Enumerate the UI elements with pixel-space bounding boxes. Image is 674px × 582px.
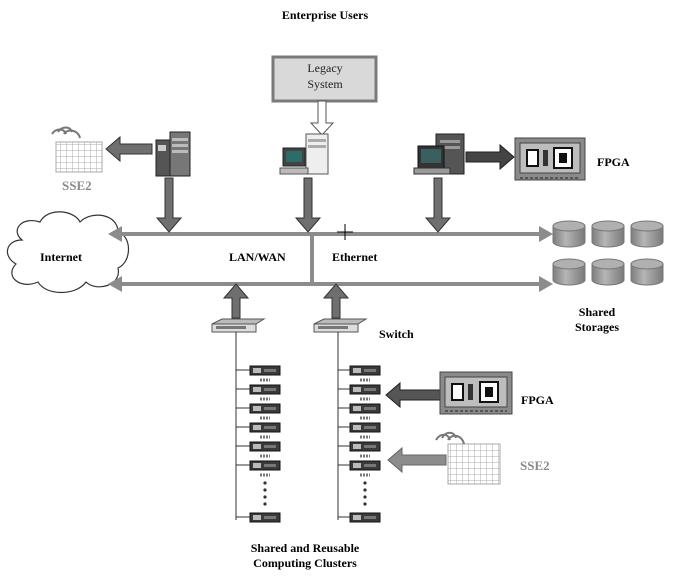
compute-node-icon — [249, 384, 281, 395]
sse2-top-icon — [51, 126, 103, 173]
sse2-bottom-icon — [435, 431, 501, 485]
internet-cloud — [6, 211, 130, 294]
legacy-system-label: Legacy System — [277, 60, 373, 92]
right-workstation-icon — [413, 133, 465, 175]
to-sse2-top-arrow — [105, 135, 153, 163]
fpga-top-label: FPGA — [597, 155, 630, 169]
compute-node-icon — [249, 460, 281, 471]
ellipsis-dot — [363, 481, 367, 485]
shared-storage-group — [552, 220, 664, 286]
upper-bus — [108, 226, 553, 242]
ellipsis-dot — [263, 502, 267, 506]
storage-disk-icon — [591, 220, 625, 248]
fpga-bottom-arrow — [385, 381, 441, 409]
sse2-bottom-label: SSE2 — [520, 458, 550, 473]
lan-wan-label: LAN/WAN — [229, 250, 286, 264]
lower-bus — [108, 276, 553, 292]
storage-disk-icon — [552, 220, 586, 248]
storage-disk-icon — [630, 258, 664, 286]
legacy-down-arrow — [309, 100, 335, 136]
ellipsis-dot — [363, 495, 367, 499]
ellipsis-dot — [263, 481, 267, 485]
compute-node-icon — [349, 422, 381, 433]
compute-node-icon — [349, 403, 381, 414]
compute-node-icon — [349, 460, 381, 471]
shared-storages-line-1: Shared — [578, 305, 616, 319]
clusters-line-1: Shared and Reusable — [250, 541, 360, 555]
to-fpga-top-arrow — [465, 143, 515, 171]
compute-node-icon — [349, 512, 381, 523]
diagram-title: Enterprise Users — [281, 8, 369, 22]
right-switch-up-arrow — [322, 283, 350, 319]
compute-node-icon — [249, 422, 281, 433]
fpga-bottom-label: FPGA — [521, 393, 554, 407]
shared-storages-label: Shared Storages — [575, 305, 619, 335]
ethernet-label: Ethernet — [332, 250, 378, 264]
storage-disk-icon — [552, 258, 586, 286]
center-server-down-arrow — [294, 177, 322, 233]
ellipsis-dot — [263, 488, 267, 492]
crosshair-cursor-icon — [337, 224, 353, 240]
legacy-line-1: Legacy — [307, 61, 343, 75]
shared-storages-line-2: Storages — [575, 320, 619, 334]
fpga-top-icon — [514, 137, 586, 181]
legacy-line-2: System — [307, 77, 343, 91]
right-switch-icon — [313, 318, 368, 333]
sse2-top-label: SSE2 — [62, 178, 92, 193]
clusters-line-2: Computing Clusters — [253, 556, 357, 570]
compute-node-icon — [249, 441, 281, 452]
left-switch-icon — [211, 318, 266, 333]
sse2-bottom-arrow — [387, 446, 447, 474]
internet-label: Internet — [40, 250, 82, 264]
ellipsis-dot — [363, 502, 367, 506]
left-server-icon — [155, 131, 191, 177]
ellipsis-dot — [363, 488, 367, 492]
compute-node-icon — [349, 384, 381, 395]
center-server-icon — [279, 133, 329, 175]
compute-node-icon — [249, 403, 281, 414]
compute-node-icon — [249, 512, 281, 523]
storage-disk-icon — [630, 220, 664, 248]
compute-node-icon — [249, 365, 281, 376]
clusters-label: Shared and Reusable Computing Clusters — [251, 541, 359, 571]
fpga-bottom-icon — [439, 371, 513, 415]
computing-nodes — [236, 365, 381, 523]
ellipsis-dot — [263, 495, 267, 499]
left-server-down-arrow — [155, 177, 183, 233]
compute-node-icon — [349, 441, 381, 452]
compute-node-icon — [349, 365, 381, 376]
switch-label: Switch — [379, 327, 414, 341]
left-switch-up-arrow — [222, 283, 250, 319]
storage-disk-icon — [591, 258, 625, 286]
right-server-down-arrow — [424, 177, 452, 233]
